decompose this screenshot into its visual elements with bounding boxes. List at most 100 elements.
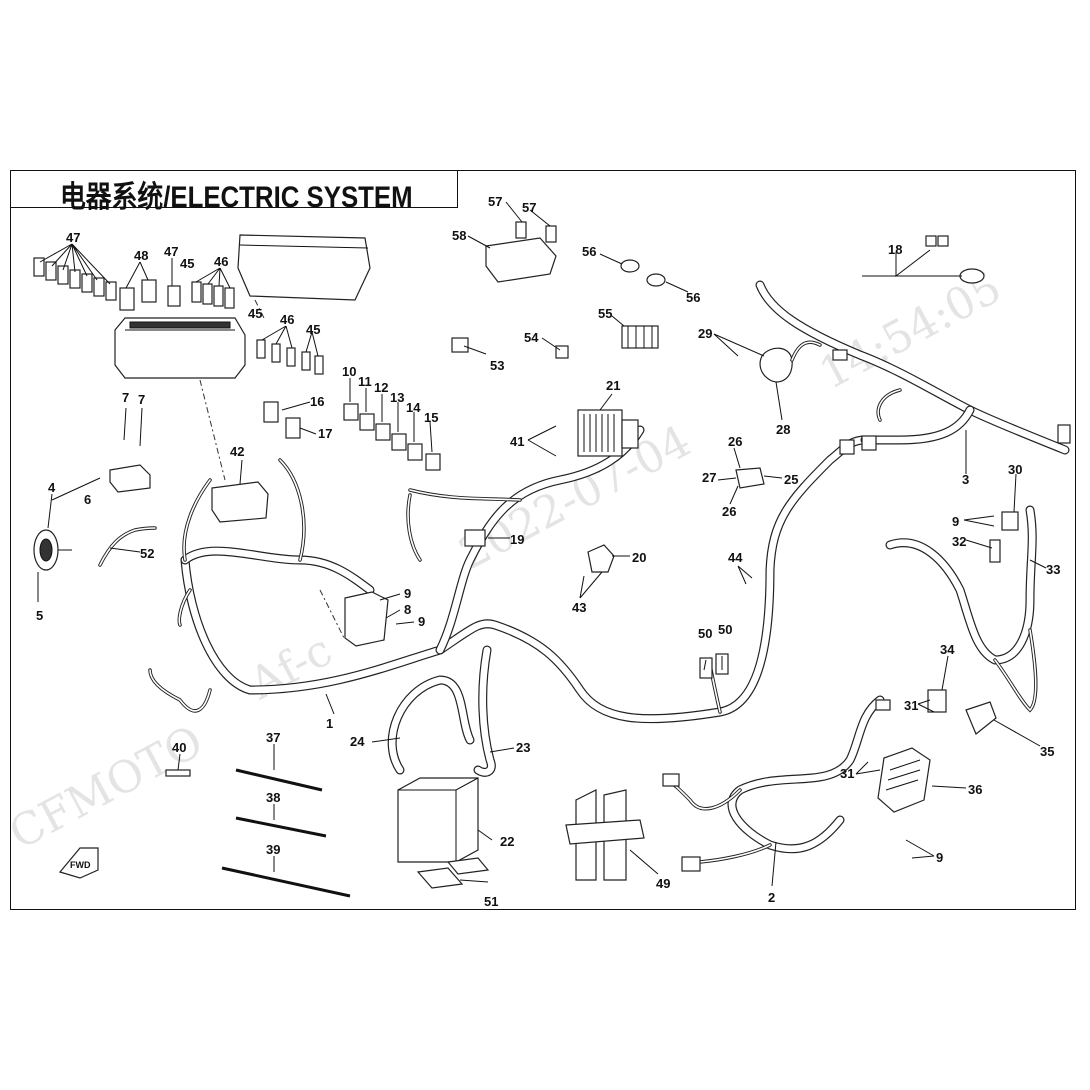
module-8: [344, 591, 389, 647]
switch-14: [407, 443, 423, 461]
switch-15: [425, 453, 441, 471]
callout-41: 41: [510, 434, 524, 449]
leader-lines: [37, 201, 1047, 887]
fuse-box-body: [114, 317, 246, 379]
battery-cable-24: [387, 645, 496, 777]
callout-19: 19: [510, 532, 524, 547]
callout-51: 51: [484, 894, 498, 909]
relay-6: [109, 464, 151, 493]
callout-31a: 31: [904, 698, 918, 713]
sensor-30: [1001, 511, 1019, 531]
callout-5: 5: [36, 608, 43, 623]
callout-47b: 47: [164, 244, 178, 259]
callout-17: 17: [318, 426, 332, 441]
callout-32: 32: [952, 534, 966, 549]
callout-22: 22: [500, 834, 514, 849]
relays-46: [191, 281, 235, 309]
callout-4: 4: [48, 480, 56, 495]
callout-2: 2: [768, 890, 775, 905]
callout-14: 14: [406, 400, 421, 415]
clamp-56a: [620, 259, 640, 273]
callout-46a: 46: [214, 254, 228, 269]
sensor-35: [965, 701, 997, 735]
callout-33: 33: [1046, 562, 1060, 577]
callout-52: 52: [140, 546, 154, 561]
main-wiring-harness: [148, 425, 870, 724]
callout-23: 23: [516, 740, 530, 755]
regulator-55: [621, 325, 659, 349]
callout-25: 25: [784, 472, 798, 487]
page-title: 电器系统/ELECTRIC SYSTEM: [60, 181, 413, 214]
fuses-46b: [256, 339, 324, 375]
ecu-58: [485, 237, 557, 283]
callout-16: 16: [310, 394, 324, 409]
callout-24: 24: [350, 734, 365, 749]
callout-45b: 45: [248, 306, 262, 321]
relay-47b: [167, 285, 181, 307]
bracket-49: [575, 789, 627, 881]
switch-25: [735, 467, 765, 489]
callout-7a: 7: [122, 390, 129, 405]
switch-10: [343, 403, 359, 421]
callout-34: 34: [940, 642, 955, 657]
clamp-56b: [646, 273, 666, 287]
callout-21: 21: [606, 378, 620, 393]
callout-45a: 45: [180, 256, 194, 271]
callout-46b: 46: [280, 312, 294, 327]
callout-38: 38: [266, 790, 280, 805]
callout-9d: 9: [936, 850, 943, 865]
callout-55: 55: [598, 306, 612, 321]
watermark-brand: CFMOTO: [1, 716, 211, 860]
callout-18: 18: [888, 242, 902, 257]
callout-57b: 57: [522, 200, 536, 215]
sensor-34: [927, 689, 947, 713]
component-parts: FWD: [33, 221, 1019, 898]
callout-20: 20: [632, 550, 646, 565]
part-54: [555, 345, 569, 359]
switch-11: [359, 413, 375, 431]
motor-28: [759, 347, 793, 383]
relays-47: [33, 257, 117, 301]
controller-42: [211, 481, 269, 523]
part-53: [451, 337, 469, 353]
callout-26b: 26: [722, 504, 736, 519]
callout-50a: 50: [698, 626, 712, 641]
cable-tie-38: [235, 816, 327, 838]
connector-50a: [699, 657, 713, 679]
regulator-21: [577, 409, 623, 457]
harness-2: [662, 695, 891, 872]
callout-1: 1: [326, 716, 333, 731]
callout-6: 6: [84, 492, 91, 507]
callout-50b: 50: [718, 622, 732, 637]
callout-9c: 9: [952, 514, 959, 529]
callout-42: 42: [230, 444, 244, 459]
battery-22: [397, 777, 479, 863]
fuse-relay-box: [33, 234, 371, 481]
cable-tie-39: [221, 866, 351, 898]
callout-44: 44: [728, 550, 743, 565]
watermark-code: Af-c: [240, 625, 340, 711]
callout-58: 58: [452, 228, 466, 243]
callout-40: 40: [172, 740, 186, 755]
callout-15: 15: [424, 410, 438, 425]
callout-27: 27: [702, 470, 716, 485]
callout-30: 30: [1008, 462, 1022, 477]
switch-12: [375, 423, 391, 441]
callout-37: 37: [266, 730, 280, 745]
callout-3: 3: [962, 472, 969, 487]
callout-47a: 47: [66, 230, 80, 245]
callout-43: 43: [572, 600, 586, 615]
callout-28: 28: [776, 422, 790, 437]
sensor-32: [989, 539, 1001, 563]
callout-56b: 56: [686, 290, 700, 305]
callout-45c: 45: [306, 322, 320, 337]
callout-53: 53: [490, 358, 504, 373]
diagram-frame: [10, 170, 1076, 910]
sensor-20: [587, 544, 615, 573]
fwd-arrow: [58, 847, 99, 879]
callout-56a: 56: [582, 244, 596, 259]
callout-12: 12: [374, 380, 388, 395]
fwd-label: FWD: [70, 860, 91, 870]
callout-9a: 9: [404, 586, 411, 601]
relay-48a: [119, 287, 135, 311]
